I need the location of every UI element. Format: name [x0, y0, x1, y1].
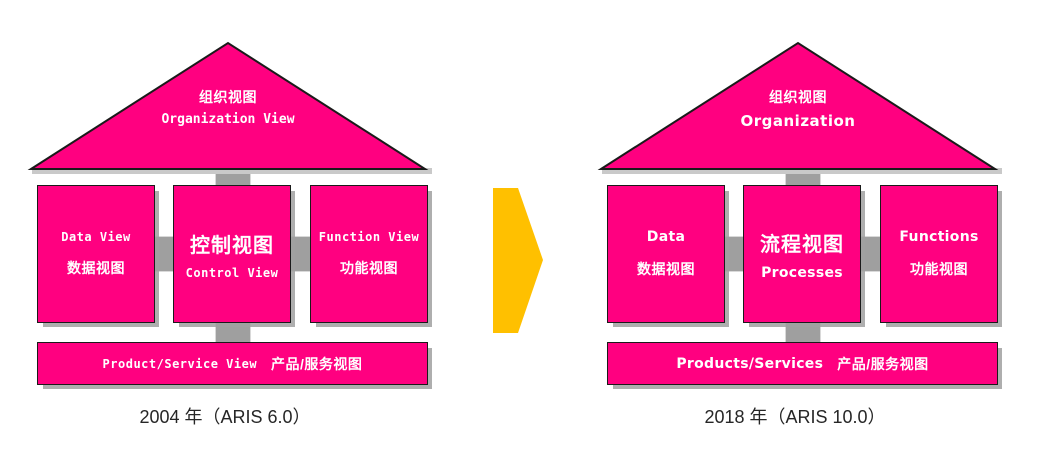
caption-2018: 2018 年（ARIS 10.0）: [704, 407, 886, 427]
box-product-service-view[interactable]: Product/Service View 产品/服务视图: [37, 342, 428, 385]
box-functions-en: Functions: [899, 229, 979, 245]
box-data-en: Data: [646, 229, 686, 245]
evolution-arrow-icon: [493, 188, 548, 333]
box-data-cn: 数据视图: [637, 261, 695, 277]
box-data-view-cn: 数据视图: [67, 260, 125, 276]
box-control-view-cn: 控制视图: [190, 234, 274, 257]
roof-organization-view: 组织视图 Organization View: [27, 40, 429, 172]
box-control-view[interactable]: 控制视图 Control View: [173, 185, 291, 323]
caption-2004: 2004 年（ARIS 6.0）: [139, 407, 311, 427]
box-processes-en: Processes: [761, 264, 843, 281]
box-function-view-cn: 功能视图: [340, 260, 398, 276]
box-data-view-en: Data View: [61, 230, 131, 244]
box-data-view[interactable]: Data View 数据视图: [37, 185, 155, 323]
box-processes[interactable]: 流程视图 Processes: [743, 185, 861, 323]
box-functions-cn: 功能视图: [910, 261, 968, 277]
box-data[interactable]: Data 数据视图: [607, 185, 725, 323]
roof-base-shadow: [602, 168, 1002, 174]
roof-base-shadow: [32, 168, 432, 174]
box-function-view-en: Function View: [318, 230, 420, 244]
box-control-view-en: Control View: [185, 265, 279, 280]
box-product-service-view-cn: 产品/服务视图: [271, 355, 363, 372]
roof-organization: 组织视图 Organization: [597, 40, 999, 172]
aris-house-2004: 组织视图 Organization View Data View 数据视图 控制…: [10, 0, 440, 427]
box-product-service-view-en: Product/Service View: [102, 356, 258, 371]
box-products-services-en: Products/Services: [676, 355, 824, 372]
box-products-services[interactable]: Products/Services 产品/服务视图: [607, 342, 998, 385]
box-function-view[interactable]: Function View 功能视图: [310, 185, 428, 323]
box-products-services-cn: 产品/服务视图: [837, 355, 929, 372]
box-processes-cn: 流程视图: [760, 233, 844, 256]
box-functions[interactable]: Functions 功能视图: [880, 185, 998, 323]
aris-house-2018: 组织视图 Organization Data 数据视图 流程视图 Process…: [580, 0, 1010, 427]
